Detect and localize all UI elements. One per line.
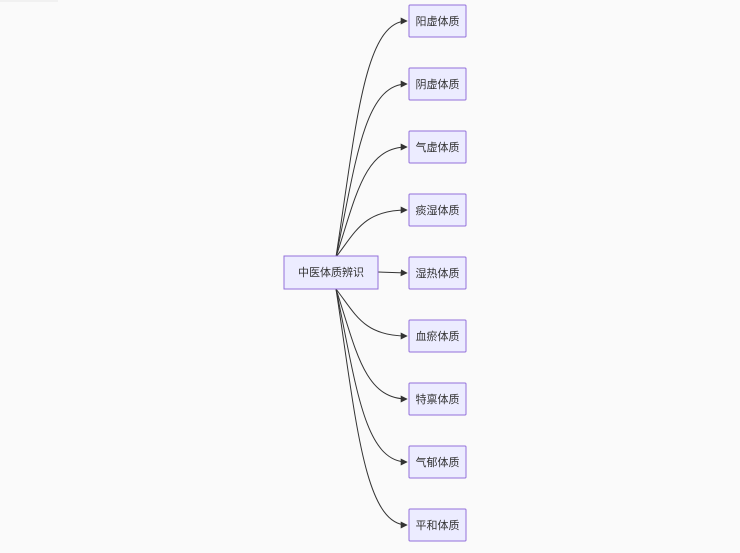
child-node[interactable]: 特禀体质 — [408, 382, 467, 416]
child-node-label: 阴虚体质 — [416, 77, 460, 91]
edge-root-to-child — [335, 288, 408, 529]
child-node-label: 阳虚体质 — [416, 14, 460, 28]
child-node-label: 血瘀体质 — [416, 329, 460, 343]
child-node[interactable]: 痰湿体质 — [408, 193, 467, 227]
child-node-label: 特禀体质 — [416, 392, 460, 406]
child-node[interactable]: 阳虚体质 — [408, 4, 467, 38]
edge-root-to-child — [335, 143, 408, 258]
child-node-box — [408, 382, 467, 416]
edge-root-to-child — [335, 288, 408, 403]
edge-root-to-child — [335, 288, 408, 340]
child-node-box — [408, 193, 467, 227]
edge-root-to-child — [335, 288, 408, 466]
root-node[interactable]: 中医体质辨识 — [283, 255, 379, 290]
child-node[interactable]: 血瘀体质 — [408, 319, 467, 353]
child-node-box — [408, 319, 467, 353]
child-node-label: 痰湿体质 — [416, 203, 460, 217]
child-node-label: 平和体质 — [416, 518, 460, 532]
child-node[interactable]: 阴虚体质 — [408, 67, 467, 101]
child-node[interactable]: 气虚体质 — [408, 130, 467, 164]
child-node-box — [408, 445, 467, 479]
edges-layer — [335, 17, 408, 529]
child-node-label: 气郁体质 — [416, 455, 460, 469]
child-node-box — [408, 256, 467, 290]
child-node-box — [408, 67, 467, 101]
child-node[interactable]: 平和体质 — [408, 508, 467, 542]
child-node-box — [408, 508, 467, 542]
edge-root-to-child — [335, 206, 408, 258]
edge-root-to-child — [335, 17, 408, 258]
edge-root-to-child — [335, 80, 408, 258]
child-node-box — [408, 130, 467, 164]
root-node-box — [283, 255, 379, 290]
child-node[interactable]: 湿热体质 — [408, 256, 467, 290]
child-node-label: 气虚体质 — [416, 140, 460, 154]
edge-root-to-child — [377, 269, 408, 277]
child-node-label: 湿热体质 — [416, 266, 460, 280]
root-node-label: 中医体质辨识 — [298, 265, 364, 279]
child-node[interactable]: 气郁体质 — [408, 445, 467, 479]
child-node-box — [408, 4, 467, 38]
